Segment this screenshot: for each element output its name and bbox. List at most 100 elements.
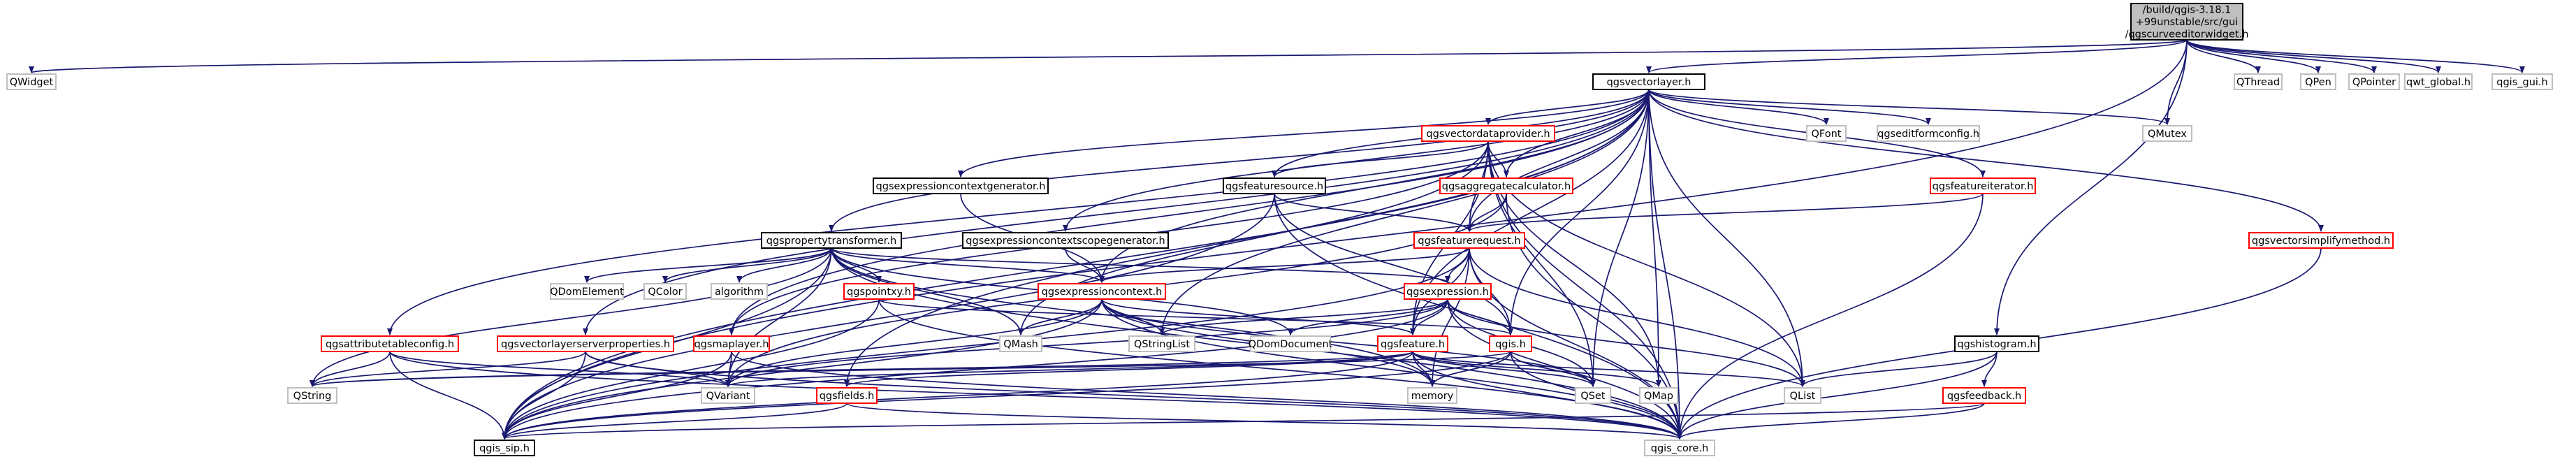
edge-line <box>831 247 1024 335</box>
node-algorithm: algorithm <box>711 283 768 300</box>
node-qgsattributetableconfig[interactable]: qgsattributetableconfig.h <box>321 335 459 352</box>
node-qgsvectorlayer[interactable]: qgsvectorlayer.h <box>1592 73 1705 90</box>
edge-line <box>1677 403 1985 440</box>
edge-line <box>829 89 1650 232</box>
include-edge-qgsexpressioncontext-to-qgis_sip <box>502 298 1103 440</box>
edge-line <box>1648 89 1661 387</box>
node-QMutex: QMutex <box>2142 125 2192 142</box>
node-box <box>497 335 674 352</box>
node-label: qgsvectordataprovider.h <box>1426 129 1550 140</box>
edge-line <box>389 351 731 387</box>
node-label: QVariant <box>706 391 750 402</box>
include-edge-qgsvectorlayer-to-QMutex <box>1648 89 2170 125</box>
edge-line <box>1469 247 1805 387</box>
include-edge-qgsvectorlayer-to-qgis_core <box>1648 89 1682 440</box>
node-QMap: QMap <box>1639 387 1678 404</box>
include-edge-qgsfeature-to-QVariant <box>725 351 1413 387</box>
node-label: qgsfeatureiterator.h <box>1933 181 2034 192</box>
edge-line <box>846 403 1682 440</box>
edge-line <box>725 298 1448 387</box>
node-box <box>6 73 57 90</box>
node-box <box>2248 232 2394 249</box>
node-label: qgis_gui.h <box>2496 77 2547 88</box>
node-box <box>701 387 755 404</box>
include-edge-qgis-to-QSet <box>1510 351 1596 387</box>
node-box <box>1954 335 2039 352</box>
node-box <box>1377 335 1448 352</box>
edge-line <box>1412 351 1596 387</box>
node-qgshistogram[interactable]: qgshistogram.h <box>1954 335 2039 352</box>
include-edge-qgsfeature-to-qgsfields <box>844 351 1413 387</box>
node-label: qgsexpressioncontext.h <box>1042 287 1163 298</box>
edge-line <box>725 247 832 387</box>
node-qgsfeaturesource[interactable]: qgsfeaturesource.h <box>1223 177 1326 194</box>
include-edge-qgsfeature-to-QSet <box>1412 351 1596 387</box>
node-label: qgsfeaturesource.h <box>1225 181 1323 192</box>
node-qgsexpression[interactable]: qgsexpression.h <box>1404 283 1492 300</box>
node-box <box>1404 283 1492 300</box>
node-box <box>1575 387 1611 404</box>
node-box <box>1223 177 1326 194</box>
node-qgspointxy[interactable]: qgspointxy.h <box>843 283 915 300</box>
node-label: +99unstable/src/gui <box>2136 17 2239 28</box>
include-edge-qgsvectorlayer-to-qgspropertytransformer <box>829 89 1650 232</box>
node-qgsexpressioncontext[interactable]: qgsexpressioncontext.h <box>1038 283 1166 300</box>
edge-line <box>502 351 1511 440</box>
node-root[interactable]: /build/qgis-3.18.1+99unstable/src/gui/qg… <box>2125 3 2249 41</box>
node-box <box>2130 3 2243 41</box>
node-label: QWidget <box>10 77 54 88</box>
node-label: QMutex <box>2148 129 2187 140</box>
node-qgis_sip[interactable]: qgis_sip.h <box>474 440 535 456</box>
include-edge-qgspointxy-to-qgis <box>878 298 1513 335</box>
edge-line <box>2186 39 2441 73</box>
include-edge-root-to-QPen <box>2186 39 2321 73</box>
edge-line <box>1487 140 1682 440</box>
edge-line <box>1274 193 1472 232</box>
node-label: qgspointxy.h <box>847 287 911 298</box>
include-edge-root-to-qgis_sip <box>502 39 2188 440</box>
include-edge-qgspointxy-to-qgis_sip <box>502 298 880 440</box>
node-qgsexpressioncontextscopegenerator[interactable]: qgsexpressioncontextscopegenerator.h <box>962 232 1169 249</box>
include-edge-qgsmaplayer-to-qgis_sip <box>502 351 732 440</box>
edge-line <box>502 39 2188 440</box>
node-box <box>1930 177 2036 194</box>
node-box <box>1942 387 2026 404</box>
include-edge-qgsvectorlayer-to-QList <box>1648 89 1805 387</box>
edge-line <box>1429 351 1511 387</box>
node-label: /build/qgis-3.18.1 <box>2143 5 2232 16</box>
node-qgsvectordataprovider[interactable]: qgsvectordataprovider.h <box>1421 125 1555 142</box>
node-qgsexpressioncontextgenerator[interactable]: qgsexpressioncontextgenerator.h <box>873 177 1049 194</box>
include-edge-qgsfeature-to-qgis_sip <box>502 351 1413 440</box>
include-edge-qgsfeaturesource-to-qgsfeaturerequest <box>1274 193 1472 232</box>
node-label: QMash <box>1003 339 1038 350</box>
node-qgsaggregatecalculator[interactable]: qgsaggregatecalculator.h <box>1439 177 1573 194</box>
node-qgspropertytransformer[interactable]: qgspropertytransformer.h <box>761 232 902 249</box>
include-edge-qgsfeature-to-QMap <box>1412 351 1661 387</box>
edge-line <box>387 89 1650 335</box>
edge-line <box>502 298 880 440</box>
node-box <box>2234 73 2283 90</box>
node-qgsfeedback[interactable]: qgsfeedback.h <box>1942 387 2026 404</box>
node-qgsfeature[interactable]: qgsfeature.h <box>1377 335 1448 352</box>
edge-line <box>1101 298 1682 440</box>
edge-line <box>725 351 1413 387</box>
edge-line <box>502 351 1413 440</box>
node-qgsfeatureiterator[interactable]: qgsfeatureiterator.h <box>1930 177 2036 194</box>
node-qgis[interactable]: qgis.h <box>1489 335 1532 352</box>
node-QColor: QColor <box>643 283 687 300</box>
node-qgsfeaturerequest[interactable]: qgsfeaturerequest.h <box>1413 232 1525 249</box>
node-label: qgsvectorlayerserverproperties.h <box>501 339 670 350</box>
edge-line <box>1101 298 1416 335</box>
node-qgsfields[interactable]: qgsfields.h <box>816 387 878 404</box>
node-label: qgsmaplayer.h <box>694 339 769 350</box>
edge-line <box>1677 193 1984 440</box>
include-edge-qgsfeaturesource-to-qgis_sip <box>502 193 1275 440</box>
node-qgsvectorsimplifymethod[interactable]: qgsvectorsimplifymethod.h <box>2248 232 2394 249</box>
edge-line <box>736 247 832 283</box>
node-label: qgsfeedback.h <box>1947 391 2021 402</box>
include-edge-qgsmaplayer-to-qgis_core <box>731 351 1682 440</box>
node-label: qgsexpressioncontextgenerator.h <box>876 181 1046 192</box>
node-qgsvectorlayerserverproperties[interactable]: qgsvectorlayerserverproperties.h <box>497 335 674 352</box>
node-qgsmaplayer[interactable]: qgsmaplayer.h <box>693 335 770 352</box>
